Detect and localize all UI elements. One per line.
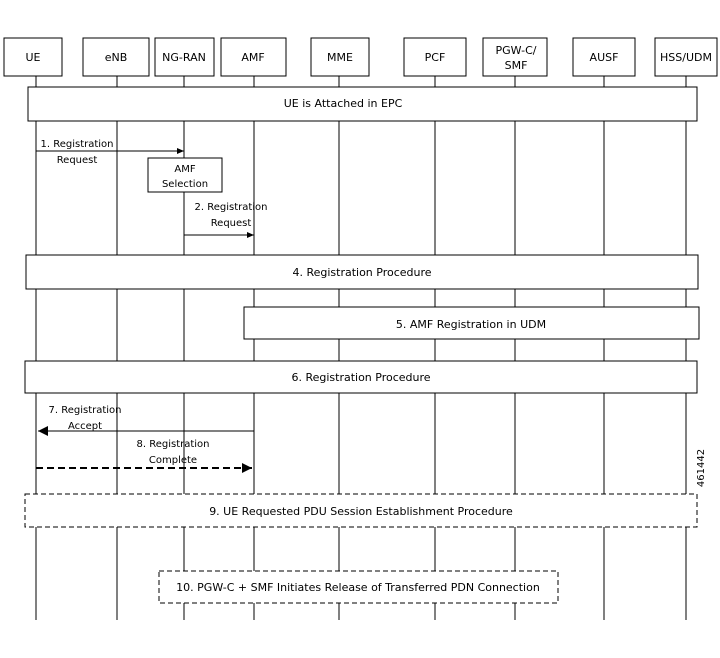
- message-8: 8. Registration Complete: [36, 439, 252, 473]
- entity-ausf: AUSF: [572, 37, 636, 77]
- message-7-label-line2: Accept: [68, 421, 102, 432]
- message-1: 1. Registration Request: [36, 139, 184, 166]
- span-box-pdu-9: 9. UE Requested PDU Session Establishmen…: [24, 493, 698, 528]
- amf-selection-label-line2: Selection: [162, 179, 208, 190]
- span-box-pdu-9-label: 9. UE Requested PDU Session Establishmen…: [209, 505, 513, 518]
- entity-mme: MME: [310, 37, 370, 77]
- span-box-amf-reg-5: 5. AMF Registration in UDM: [243, 306, 700, 340]
- entity-ngran: NG-RAN: [154, 37, 215, 77]
- span-box-reg-proc-4: 4. Registration Procedure: [25, 254, 699, 290]
- message-2: 2. Registration Request: [184, 202, 268, 238]
- lifelines: [35, 76, 687, 620]
- entity-pgwc: PGW-C/ SMF: [482, 37, 548, 77]
- entity-pgwc-label-line2: SMF: [505, 59, 528, 72]
- span-box-reg-proc-4-label: 4. Registration Procedure: [292, 266, 431, 279]
- entity-enb: eNB: [82, 37, 150, 77]
- entity-ue: UE: [3, 37, 63, 77]
- entity-hss: HSS/UDM: [654, 37, 718, 77]
- span-box-release-10: 10. PGW-C + SMF Initiates Release of Tra…: [158, 570, 559, 604]
- span-box-attached-label: UE is Attached in EPC: [284, 97, 403, 110]
- entity-pcf-label: PCF: [425, 51, 446, 64]
- entity-mme-label: MME: [327, 51, 353, 64]
- message-1-label-line1: 1. Registration: [40, 139, 113, 150]
- entity-amf-label: AMF: [241, 51, 264, 64]
- span-box-release-10-label: 10. PGW-C + SMF Initiates Release of Tra…: [176, 581, 540, 594]
- entity-ue-label: UE: [25, 51, 40, 64]
- message-8-label-line1: 8. Registration: [136, 439, 209, 450]
- entity-pgwc-label-line1: PGW-C/: [496, 44, 537, 57]
- message-2-label-line1: 2. Registration: [194, 202, 267, 213]
- figure-id: 461442: [696, 449, 707, 487]
- span-box-attached: UE is Attached in EPC: [27, 86, 698, 122]
- entity-pcf: PCF: [403, 37, 467, 77]
- amf-selection-label-line1: AMF: [174, 164, 195, 175]
- amf-selection-box: AMF Selection: [147, 157, 223, 193]
- message-7: 7. Registration Accept: [38, 405, 254, 436]
- message-8-label-line2: Complete: [149, 455, 197, 466]
- entity-amf: AMF: [220, 37, 287, 77]
- span-box-amf-reg-5-label: 5. AMF Registration in UDM: [396, 318, 546, 331]
- message-7-label-line1: 7. Registration: [48, 405, 121, 416]
- entity-ngran-label: NG-RAN: [162, 51, 206, 64]
- message-1-label-line2: Request: [57, 155, 98, 166]
- span-box-reg-proc-6-label: 6. Registration Procedure: [291, 371, 430, 384]
- message-2-label-line2: Request: [211, 218, 252, 229]
- entity-ausf-label: AUSF: [590, 51, 619, 64]
- entity-hss-label: HSS/UDM: [660, 51, 712, 64]
- span-box-reg-proc-6: 6. Registration Procedure: [24, 360, 698, 394]
- entity-row: UE eNB NG-RAN AMF MME PCF PGW-C/ SMF: [3, 37, 718, 77]
- entity-enb-label: eNB: [105, 51, 128, 64]
